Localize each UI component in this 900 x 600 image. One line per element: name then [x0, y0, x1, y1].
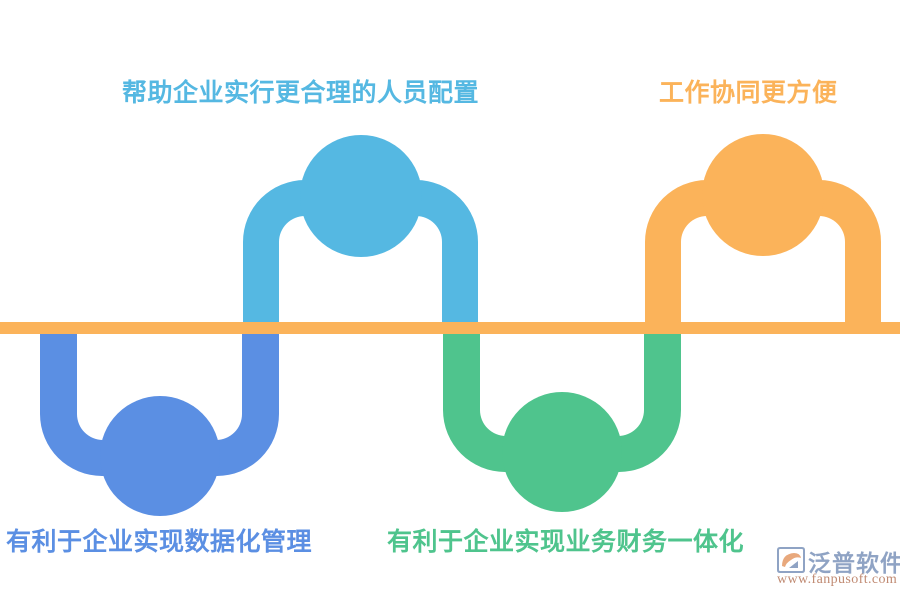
label-bottom-left: 有利于企业实现数据化管理 — [6, 528, 313, 556]
logo-wedge — [789, 561, 798, 568]
label-top-right: 工作协同更方便 — [659, 79, 838, 107]
label-bottom-right: 有利于企业实现业务财务一体化 — [387, 528, 745, 556]
fanpu-logo-icon — [777, 547, 805, 573]
figure-bottom-left — [40, 334, 279, 516]
figure-bottom-right-body — [443, 334, 681, 472]
logo-wordmark: 泛普软件 — [808, 550, 900, 576]
figure-top-right — [645, 134, 881, 334]
label-top-left: 帮助企业实行更合理的人员配置 — [122, 79, 480, 107]
logo-swoosh — [782, 553, 801, 567]
figure-bottom-left-head — [100, 396, 220, 516]
figure-top-left — [243, 135, 478, 334]
figure-bottom-left-body — [40, 334, 279, 476]
logo-url: www.fanpusoft.com — [777, 572, 898, 587]
logo-frame — [777, 547, 805, 573]
horizontal-balance-bar — [0, 322, 900, 334]
figure-bottom-right — [443, 334, 681, 512]
figure-top-left-head — [300, 135, 422, 257]
figure-top-right-head — [702, 134, 824, 256]
figure-bottom-right-head — [502, 392, 622, 512]
logo-watermark: 泛普软件 www.fanpusoft.com — [776, 544, 900, 592]
